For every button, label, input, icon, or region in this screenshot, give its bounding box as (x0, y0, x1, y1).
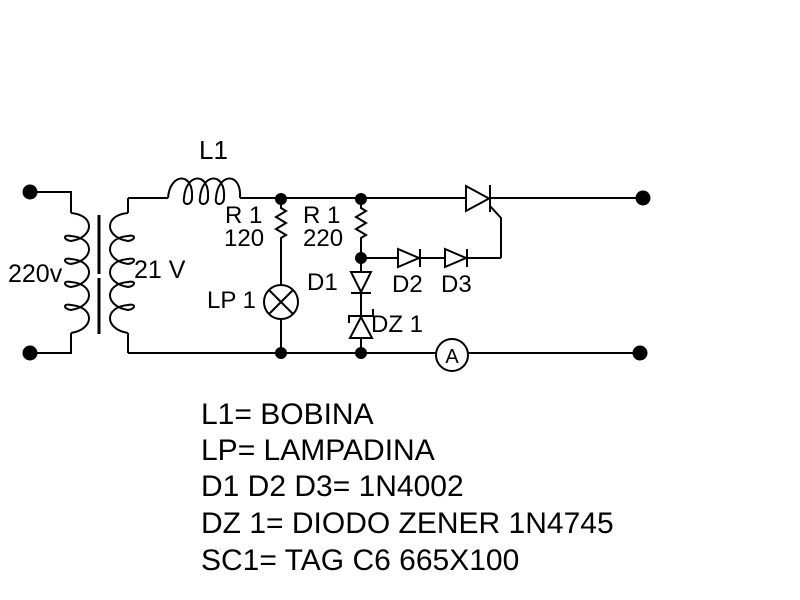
d3-triangle (444, 247, 469, 269)
diode-d1-label: D1 (307, 269, 338, 296)
legend-line-l1: L1= BOBINA (201, 398, 374, 431)
diode-d1 (349, 258, 373, 316)
resistor-r1-120-body (274, 199, 288, 285)
lamp-cross (268, 289, 294, 315)
primary-bottom-lead-wire (30, 333, 72, 354)
resistor-r1-220-value-label: 220 (303, 225, 344, 252)
input-terminal-top (22, 184, 38, 200)
resistor-r1-120-value-label: 120 (224, 225, 265, 252)
scr-triangle (465, 184, 492, 213)
junction-dot (355, 347, 367, 359)
ammeter: A (435, 338, 469, 372)
gate-branch (361, 247, 501, 269)
zener-dz1-label: DZ 1 (371, 311, 424, 338)
terminal-dots (22, 184, 651, 361)
output-terminal-bottom (632, 345, 648, 361)
junction-dots (275, 193, 367, 359)
inductor-l1-coil (167, 177, 242, 205)
junction-dot (355, 252, 367, 264)
output-terminal-top (635, 190, 651, 206)
resistor-r1-120 (274, 199, 288, 285)
lamp-lp1 (263, 284, 299, 353)
scr-sc1 (465, 184, 502, 258)
legend-line-zener: DZ 1= DIODO ZENER 1N4745 (201, 507, 614, 540)
d2-triangle (397, 247, 422, 269)
diode-d3-label: D3 (441, 271, 472, 298)
junction-dot (355, 193, 367, 205)
transformer-secondary-winding (109, 212, 135, 334)
ammeter-label: A (445, 346, 459, 368)
secondary-voltage-label: 21 V (134, 256, 186, 284)
d1-triangle (349, 271, 373, 295)
scr-gate-wire (489, 205, 502, 258)
junction-dot (275, 193, 287, 205)
legend-line-scr: SC1= TAG C6 665X100 (201, 544, 520, 577)
primary-voltage-label: 220v (8, 260, 63, 288)
transformer-primary-winding (64, 212, 90, 334)
top-rail (128, 177, 636, 205)
legend-line-diodes: D1 D2 D3= 1N4002 (201, 470, 464, 503)
lamp-lp1-label: LP 1 (207, 287, 256, 314)
resistor-r1-220 (354, 199, 368, 258)
ammeter-circle (435, 338, 469, 372)
zener-dz1 (348, 309, 374, 353)
dz1-triangle (348, 314, 374, 339)
transformer (30, 191, 135, 354)
resistor-r1-220-body (354, 199, 368, 258)
primary-top-lead-wire (30, 191, 72, 213)
input-terminal-bottom (22, 345, 38, 361)
junction-dot (275, 347, 287, 359)
inductor-l1-label: L1 (199, 135, 228, 165)
legend-line-lp: LP= LAMPADINA (201, 434, 435, 467)
resistor-r1-120-name-label: R 1 (225, 202, 263, 229)
resistor-r1-220-name-label: R 1 (303, 202, 341, 229)
diode-d2-label: D2 (392, 271, 423, 298)
